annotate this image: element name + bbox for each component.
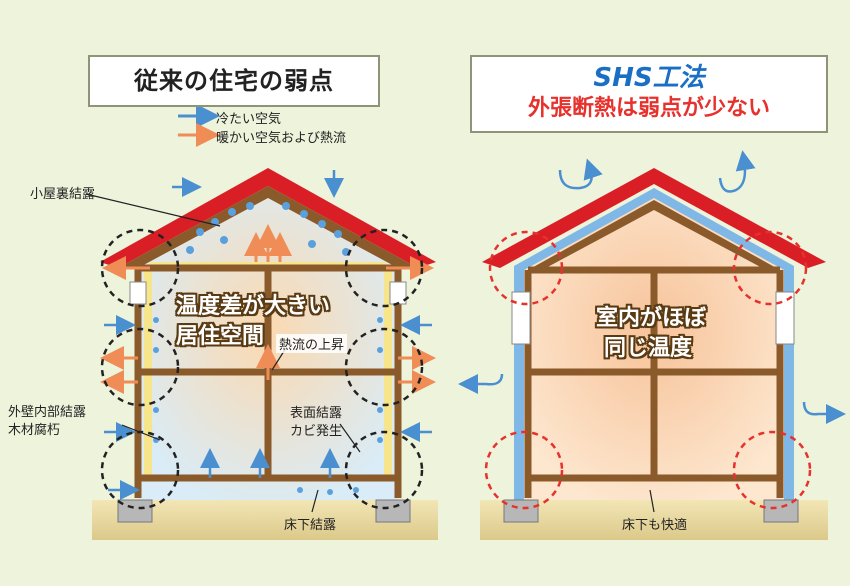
right-subtitle: 外張断熱は弱点が少ない [527, 96, 770, 121]
label-floor-comfort: 床下も快適 [622, 518, 688, 533]
label-attic-condensation: 小屋裏結露 [30, 187, 96, 202]
legend-warm-label: 暖かい空気および熱流 [216, 131, 347, 146]
label-wall-condensation-1: 外壁内部結露 [8, 405, 87, 420]
left-cold-arrows [104, 170, 432, 500]
right-foundation-right [763, 499, 799, 523]
right-brand: SHS工法 [593, 63, 705, 93]
right-cold-arrows [458, 150, 846, 424]
label-even-temp-1: 室内がほぼ [596, 306, 707, 331]
label-surface-condensation-2: カビ発生 [290, 424, 343, 439]
label-floor-condensation: 床下結露 [284, 518, 337, 533]
left-house [85, 168, 436, 523]
legend-cold-label: 冷たい空気 [216, 112, 282, 127]
right-foundation-left [503, 499, 539, 523]
right-window-r [775, 291, 795, 345]
wall-droplets [153, 317, 383, 495]
label-wall-condensation-2: 木材腐朽 [8, 423, 61, 438]
attic-droplets [186, 202, 350, 256]
left-window-l [129, 281, 147, 305]
left-foundation-right [375, 499, 411, 523]
right-weak-point-circles [484, 230, 812, 510]
right-window-l [511, 291, 531, 345]
left-window-r [389, 281, 407, 305]
left-rafter [118, 186, 418, 268]
label-even-temp-2: 同じ温度 [604, 336, 693, 361]
left-foundation-left [117, 499, 153, 523]
label-temp-diff-1: 温度差が大きい [176, 294, 331, 319]
right-rafter [528, 200, 780, 270]
left-title-box: 従来の住宅の弱点 [88, 55, 380, 107]
right-roof [482, 168, 826, 268]
right-title-box: SHS工法 外張断熱は弱点が少ない [470, 55, 828, 133]
right-leader-line [649, 489, 655, 513]
label-temp-diff-2: 居住空間 [176, 324, 265, 349]
label-surface-condensation-1: 表面結露 [290, 406, 343, 421]
right-house [458, 150, 846, 523]
label-heat-rise: 熱流の上昇 [276, 334, 348, 353]
left-title: 従来の住宅の弱点 [134, 67, 334, 95]
left-roof [100, 168, 436, 268]
left-warm-arrows [100, 224, 436, 394]
